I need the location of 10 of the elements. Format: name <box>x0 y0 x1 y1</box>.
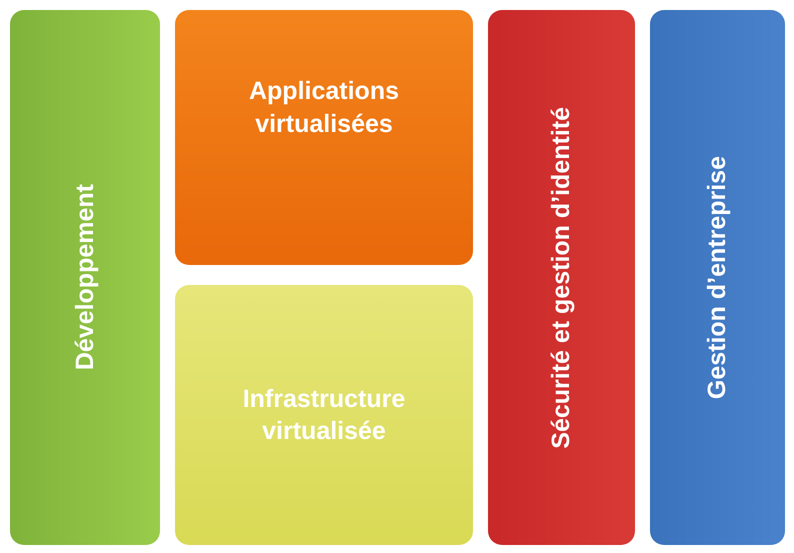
block-panel <box>10 10 160 545</box>
block-label: Développement <box>70 184 100 371</box>
block-panel <box>175 10 473 265</box>
block-panel <box>175 285 473 545</box>
block-panel <box>650 10 785 545</box>
block-label: Gestion d’entreprise <box>702 156 732 400</box>
block-label: Infrastructure virtualisée <box>242 384 406 447</box>
block-label: Applications virtualisées <box>248 76 400 140</box>
block-label: Sécurité et gestion d’identité <box>546 106 576 448</box>
block-panel <box>488 10 635 545</box>
